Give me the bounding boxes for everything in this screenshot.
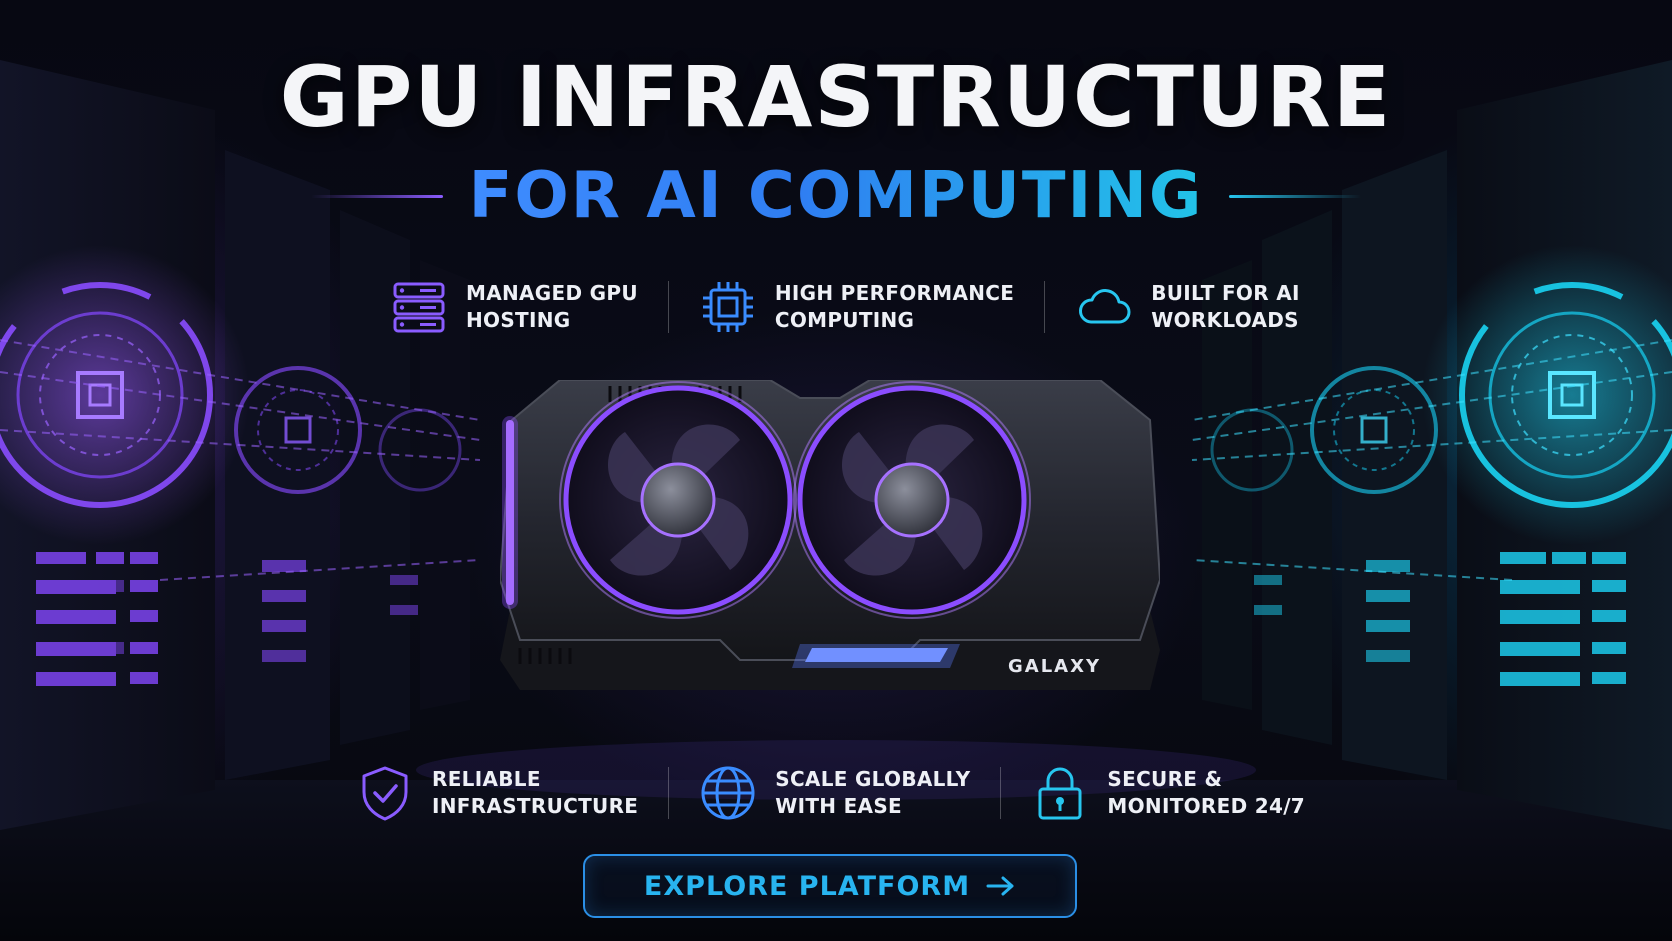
page-title: GPU INFRASTRUCTURE (279, 48, 1393, 146)
padlock-icon (1038, 767, 1082, 820)
feature-divider (667, 281, 669, 333)
feature-label: HIGH PERFORMANCE COMPUTING (774, 281, 1015, 332)
feature-row-top: MANAGED GPU HOSTING HIGH PERFORMANCE COM… (390, 278, 1300, 336)
gpu-brand-label: GALAXY (1008, 656, 1102, 677)
feature-managed-gpu-hosting: MANAGED GPU HOSTING (390, 278, 638, 336)
feature-label: BUILT FOR AI WORKLOADS (1151, 281, 1300, 332)
feature-secure-monitored: SECURE & MONITORED 24/7 (1031, 764, 1305, 822)
explore-platform-button[interactable]: EXPLORE PLATFORM (583, 854, 1077, 918)
feature-divider (1044, 281, 1046, 333)
subtitle-divider-right (1229, 194, 1362, 198)
feature-label: SCALE GLOBALLY WITH EASE (775, 767, 971, 818)
processor-chip-icon (702, 282, 753, 332)
feature-label: SECURE & MONITORED 24/7 (1107, 767, 1306, 818)
arrow-right-icon (986, 876, 1014, 896)
feature-label: RELIABLE INFRASTRUCTURE (432, 767, 639, 818)
cloud-icon (1079, 289, 1131, 324)
feature-label: MANAGED GPU HOSTING (466, 281, 638, 332)
feature-divider (1000, 767, 1002, 819)
server-stack-icon (393, 282, 445, 333)
gpu-graphics-card (500, 380, 1160, 690)
page-subtitle: FOR AI COMPUTING (468, 159, 1204, 233)
explore-platform-label: EXPLORE PLATFORM (643, 870, 971, 902)
globe-icon (701, 766, 755, 820)
shield-check-icon (362, 766, 408, 821)
feature-scale-globally: SCALE GLOBALLY WITH EASE (699, 764, 970, 822)
feature-built-for-ai-workloads: BUILT FOR AI WORKLOADS (1075, 278, 1300, 336)
feature-row-bottom: RELIABLE INFRASTRUCTURE SCALE GLOBALLY W… (356, 764, 1305, 822)
subtitle-row: FOR AI COMPUTING (0, 158, 1672, 234)
feature-reliable-infrastructure: RELIABLE INFRASTRUCTURE (356, 764, 638, 822)
feature-high-performance-computing: HIGH PERFORMANCE COMPUTING (699, 278, 1014, 336)
subtitle-divider-left (310, 194, 443, 198)
feature-divider (668, 767, 670, 819)
